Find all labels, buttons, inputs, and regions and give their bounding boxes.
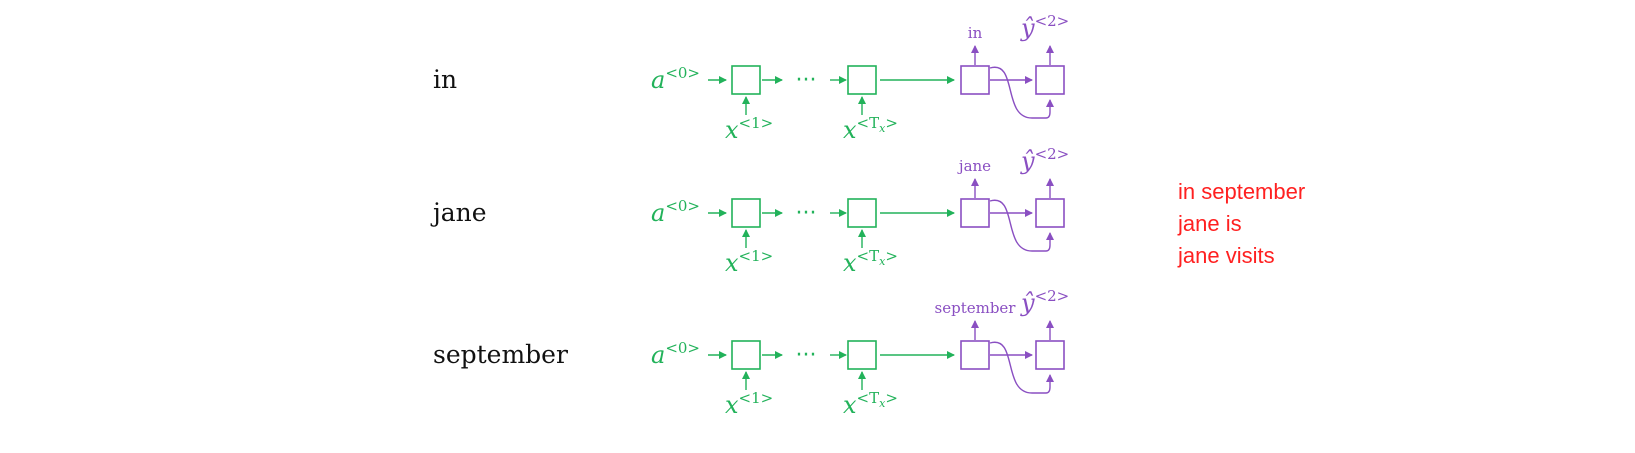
encoder-cell-1 bbox=[731, 65, 761, 95]
a-superscript: <0> bbox=[665, 64, 700, 82]
feedback-curve-arrow bbox=[989, 199, 1054, 252]
y-hat-superscript: <2> bbox=[1035, 145, 1070, 163]
x1-label: x<1> bbox=[725, 247, 773, 277]
ellipsis-dots: ··· bbox=[796, 201, 817, 226]
x1-superscript: <1> bbox=[739, 114, 774, 132]
xt-subscript: x bbox=[879, 397, 886, 410]
a0-label: a<0> bbox=[651, 197, 700, 227]
xt-superscript-close: > bbox=[885, 389, 898, 407]
row-word-label: jane bbox=[430, 198, 487, 227]
row-word-label: september bbox=[433, 340, 568, 369]
a-superscript: <0> bbox=[665, 197, 700, 215]
y-hat-symbol: ŷ bbox=[1020, 147, 1035, 175]
x-symbol: x bbox=[725, 391, 739, 419]
encoder-cell-tx bbox=[847, 198, 877, 228]
candidate-sentences-note: in september jane is jane visits bbox=[1178, 176, 1305, 272]
a-symbol: a bbox=[651, 66, 665, 94]
xt-label: x<Tx> bbox=[843, 247, 898, 277]
decoder-cell-1 bbox=[960, 65, 990, 95]
decoder-output-word: jane bbox=[957, 157, 991, 175]
candidate-line-2: jane is bbox=[1178, 211, 1242, 236]
decoder-cell-1 bbox=[960, 340, 990, 370]
x-symbol: x bbox=[843, 116, 857, 144]
xt-subscript: x bbox=[879, 255, 886, 268]
y-hat-label: ŷ<2> bbox=[1020, 145, 1069, 175]
xt-superscript: <T bbox=[857, 247, 880, 265]
y-hat-superscript: <2> bbox=[1035, 12, 1070, 30]
candidate-line-3: jane visits bbox=[1178, 243, 1275, 268]
a-symbol: a bbox=[651, 199, 665, 227]
row-word-label: in bbox=[433, 65, 457, 94]
x-symbol: x bbox=[843, 391, 857, 419]
decoder-cell-2 bbox=[1035, 198, 1065, 228]
a0-label: a<0> bbox=[651, 64, 700, 94]
feedback-curve-arrow bbox=[989, 341, 1054, 394]
decoder-cell-1 bbox=[960, 198, 990, 228]
xt-label: x<Tx> bbox=[843, 389, 898, 419]
x1-superscript: <1> bbox=[739, 247, 774, 265]
y-hat-symbol: ŷ bbox=[1020, 289, 1035, 317]
y-hat-label: ŷ<2> bbox=[1020, 287, 1069, 317]
ellipsis-dots: ··· bbox=[796, 343, 817, 368]
ellipsis-dots: ··· bbox=[796, 68, 817, 93]
y-hat-superscript: <2> bbox=[1035, 287, 1070, 305]
candidate-line-1: in september bbox=[1178, 179, 1306, 204]
a0-label: a<0> bbox=[651, 339, 700, 369]
encoder-cell-1 bbox=[731, 340, 761, 370]
decoder-cell-2 bbox=[1035, 65, 1065, 95]
a-superscript: <0> bbox=[665, 339, 700, 357]
y-hat-symbol: ŷ bbox=[1020, 14, 1035, 42]
xt-superscript-close: > bbox=[885, 247, 898, 265]
x-symbol: x bbox=[725, 116, 739, 144]
xt-superscript-close: > bbox=[885, 114, 898, 132]
x-symbol: x bbox=[725, 249, 739, 277]
xt-label: x<Tx> bbox=[843, 114, 898, 144]
y-hat-label: ŷ<2> bbox=[1020, 12, 1069, 42]
xt-superscript: <T bbox=[857, 114, 880, 132]
xt-superscript: <T bbox=[857, 389, 880, 407]
feedback-curve-arrow bbox=[989, 66, 1054, 119]
xt-subscript: x bbox=[879, 122, 886, 135]
encoder-cell-tx bbox=[847, 65, 877, 95]
x1-label: x<1> bbox=[725, 114, 773, 144]
decoder-cell-2 bbox=[1035, 340, 1065, 370]
encoder-cell-1 bbox=[731, 198, 761, 228]
encoder-cell-tx bbox=[847, 340, 877, 370]
decoder-output-word: in bbox=[968, 24, 983, 42]
decoder-output-word: september bbox=[935, 299, 1017, 317]
x-symbol: x bbox=[843, 249, 857, 277]
x1-label: x<1> bbox=[725, 389, 773, 419]
a-symbol: a bbox=[651, 341, 665, 369]
x1-superscript: <1> bbox=[739, 389, 774, 407]
